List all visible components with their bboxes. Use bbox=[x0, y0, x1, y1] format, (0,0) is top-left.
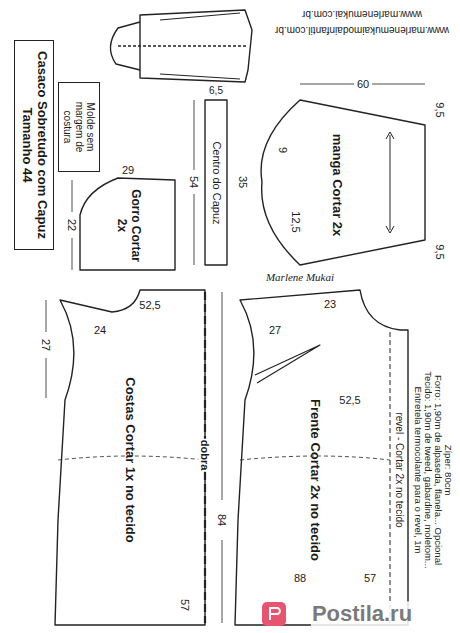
back-piece-outline bbox=[55, 290, 205, 625]
dimension-label: 9,5 bbox=[434, 101, 447, 118]
piece-label: Gorro Cortar 2x bbox=[114, 184, 142, 266]
dimension-label: 22 bbox=[66, 218, 79, 232]
dart bbox=[255, 345, 320, 383]
rotated-text-block: Gorro Cortar 2x bbox=[83, 184, 172, 266]
dimension-label: 60 bbox=[356, 78, 370, 91]
dimension-label: 23 bbox=[323, 298, 337, 311]
piece-label: manga Cortar 2x bbox=[330, 134, 345, 237]
hood-piece-outline bbox=[80, 178, 175, 270]
watermark: Postila.ru bbox=[311, 601, 413, 626]
dimension-label: 35 bbox=[237, 175, 250, 189]
dimension-label: 54 bbox=[188, 175, 201, 189]
rotated-text-block: Centro do Capuz bbox=[208, 104, 224, 261]
rotated-text-block: Molde sem margem de costura bbox=[61, 86, 97, 168]
website-url: www.marlenemukaimodainfantil.com.br bbox=[274, 24, 450, 36]
dimension-label: 9,5 bbox=[434, 243, 447, 260]
dimension-label: 52,5 bbox=[338, 394, 361, 407]
dimension-label: 57 bbox=[363, 572, 377, 585]
facing-note: revel - Cortar 2x no tecido bbox=[393, 411, 405, 528]
fold-note: dobra bbox=[199, 439, 212, 472]
rotated-text-block: Costas Cortar 1x no tecido bbox=[63, 304, 197, 616]
front-piece-outline bbox=[235, 290, 408, 625]
dimension-label: 12,5 bbox=[290, 210, 303, 233]
title-box: Casaco Sobretudo com CapuzTamanho 44 bbox=[14, 40, 54, 250]
note-box: Molde sem margem de costura bbox=[58, 82, 100, 172]
dimension-label: 27 bbox=[40, 338, 53, 352]
hood-strip-outline bbox=[205, 100, 227, 265]
dimension-label: 27 bbox=[268, 324, 282, 337]
zipper-sketch bbox=[118, 45, 248, 46]
dimension-label: 52,5 bbox=[138, 299, 161, 312]
dimension-line bbox=[222, 292, 223, 623]
piece-label: Costas Cortar 1x no tecido bbox=[123, 377, 138, 542]
sleeve-outline bbox=[261, 100, 425, 265]
piece-label: Molde sem margem de costura bbox=[61, 86, 96, 168]
piece-label: Centro do Capuz bbox=[210, 141, 223, 224]
watermark-icon bbox=[262, 602, 286, 626]
dimension-label: 84 bbox=[216, 513, 229, 527]
piece-label: Casaco Sobretudo com Capuz bbox=[34, 51, 49, 239]
dimension-label: 57 bbox=[179, 598, 192, 612]
sleeve-piece: manga Cortar 2x bbox=[262, 120, 412, 250]
facing-line bbox=[390, 332, 391, 623]
grain-arrow bbox=[386, 132, 394, 233]
dimension-label: 9 bbox=[277, 146, 290, 154]
dimension-label: 29 bbox=[121, 164, 135, 177]
signature: Marlene Mukai bbox=[265, 271, 335, 284]
dimension-label: 6,5 bbox=[208, 85, 224, 97]
sleeve-sketch bbox=[160, 13, 240, 79]
hood-piece: Gorro Cortar 2x bbox=[80, 180, 175, 270]
dimension-label: 24 bbox=[93, 324, 107, 337]
watermark-icon-mark bbox=[270, 608, 280, 620]
back-piece: Costas Cortar 1x no tecido bbox=[60, 300, 200, 620]
piece-sublabel: Tamanho 44 bbox=[19, 107, 34, 182]
rotated-text-block: manga Cortar 2x bbox=[265, 124, 409, 246]
piece-label: Frente Cortar 2x no tecido bbox=[308, 399, 323, 561]
website-url: www.marlenemukai.com.br bbox=[301, 8, 423, 20]
hood-strip: Centro do Capuz bbox=[205, 100, 227, 265]
material-note: Zíper: 80cm bbox=[443, 444, 454, 497]
rotated-text-block: Casaco Sobretudo com CapuzTamanho 44 bbox=[17, 44, 51, 246]
dimension-label: 88 bbox=[293, 572, 307, 585]
